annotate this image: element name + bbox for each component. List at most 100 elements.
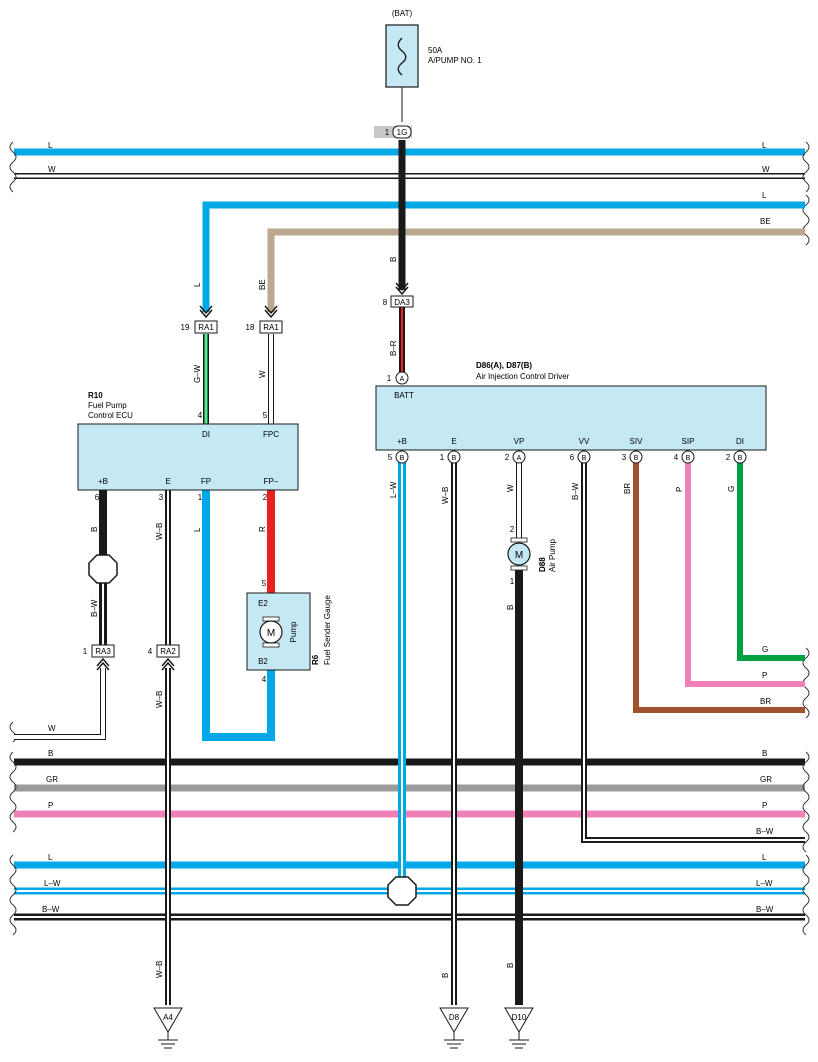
ecu-term-FP: FP [201,477,211,486]
wire-label-W-FPC: W [258,370,267,378]
ecu-term-FPC: FPC [263,430,279,439]
svg-text:1: 1 [440,453,445,462]
driver-terminal-DI: DI B 2 [726,437,747,464]
driver-terminal-+B: +B B 5 [388,437,409,464]
ecu-pin-FP: 1 [198,493,203,502]
svg-text:E: E [451,437,456,446]
bus-label-L-W-right: L–W [756,879,773,888]
gauge-motor-symbol: M [267,628,275,639]
bus-label-L-bottom-right: L [762,853,767,862]
driver-terminal-E: E B 1 [440,437,461,464]
gauge-motor-icon [259,620,283,644]
svg-text:B: B [582,455,587,462]
vertical-wire-labels: B B–R L BE G–W W B B–W W–B L R W–B L–W W… [90,257,736,978]
wire-W-RA3 [14,668,106,740]
bus-label-W-top-left: W [48,165,56,174]
driver-batt-pin: 1 [387,374,392,383]
wire-driver-SIP [685,462,805,687]
connector-RA2: RA2 4 [148,644,180,671]
ecu-name-1: Fuel Pump [88,401,127,410]
ground-D8-id: D8 [449,1013,460,1022]
svg-text:5: 5 [388,453,393,462]
ecu-r10: R10 Fuel Pump Control ECU DI 4 FPC 5 +B … [77,391,299,502]
svg-text:2: 2 [505,453,510,462]
driver-name: Air Injection Control Driver [476,372,570,381]
driver-terminal-SIP: SIP B 4 [674,437,695,464]
air-pump-name: Air Pump [548,539,557,572]
gauge-term-bottom: B2 [258,657,268,666]
driver-batt-name: BATT [394,391,414,400]
fuse-source-label: (BAT) [392,9,413,18]
svg-text:3: 3 [622,453,627,462]
ecu-term-+B: +B [98,477,108,486]
bus-label-BE-branch: BE [760,217,771,226]
connector-RA1-18-pin: 18 [246,323,255,332]
wire-label-D10-B: B [506,963,515,968]
wire-label-B-main: B [389,257,398,262]
connector-RA1-19-pin: 19 [181,323,190,332]
wire-driver-DI [737,462,805,661]
ground-D10: D10 [504,1007,534,1049]
driver-batt-conn: A [400,376,405,383]
connector-RA2-pin: 4 [148,647,153,656]
svg-text:B: B [686,455,691,462]
bus-label-L-W-left: L–W [44,879,61,888]
air-pump-symbol: M [515,550,523,561]
wire-label-FP-L: L [193,527,202,532]
bus-label-B-W-right: B–W [756,827,774,836]
connector-RA1-19-id: RA1 [198,323,214,332]
ecu-name-2: Control ECU [88,411,133,420]
ground-A4-id: A4 [163,1013,173,1022]
ecu-pin-DI: 4 [198,411,203,420]
gauge-pin-top: 5 [262,579,267,588]
connector-RA3-id: RA3 [95,647,111,656]
bus-label-B-W-bottom-right: B–W [756,905,774,914]
svg-text:VP: VP [514,437,525,446]
bus-label-B-right: B [762,749,767,758]
wire-label-DI: G [727,486,736,492]
svg-text:B: B [400,455,405,462]
air-pump-code: D88 [538,557,547,572]
wire-label-ECU-W-B: W–B [155,523,164,540]
ecu-pin-E: 3 [159,493,164,502]
fuse-name: A/PUMP NO. 1 [428,56,482,65]
bus-wires [9,141,810,936]
svg-text:DI: DI [736,437,744,446]
air-pump-motor-icon [507,542,531,566]
bus-label-B-left: B [48,749,53,758]
fuel-sender-gauge: 5 4 E2 B2 M Pump R6 Fuel Sender Gauge [246,579,332,684]
bus-label-GR-left: GR [46,775,58,784]
wire-label-driver-VP-W: W [506,484,515,492]
svg-text:4: 4 [674,453,679,462]
bus-label-L-top-left: L [48,141,53,150]
gauge-term-top: E2 [258,599,268,608]
air-pump-pin-top: 2 [510,525,515,534]
wire-label-RA2-W-B: W–B [155,691,164,708]
wire-FP-L [202,490,275,741]
wire-label-ECU-B-W: B–W [90,599,99,617]
bus-label-GR-right: GR [760,775,772,784]
ground-A4: A4 [153,1007,183,1049]
wire-label-ECU-B: B [90,527,99,532]
bus-label-L-branch: L [762,191,767,200]
wire-label-SIV: BR [623,483,632,494]
wire-driver-SIV [633,462,805,713]
wire-label-BE-branch: BE [258,279,267,290]
air-pump: M 2 1 D88 Air Pump [507,525,557,586]
svg-text:+B: +B [397,437,407,446]
gauge-code: R6 [311,654,320,665]
ground-D8: D8 [439,1007,469,1049]
bus-label-G: G [762,645,768,654]
wire-label-driver-L-W: L–W [389,481,398,498]
ecu-pin-+B: 6 [95,493,100,502]
driver-terminal-VP: VP A 2 [505,437,526,464]
svg-text:B: B [634,455,639,462]
wire-driver-VV [581,462,805,843]
svg-text:A: A [517,455,522,462]
connector-RA1-19: RA1 19 [181,320,218,334]
connector-1G-pin: 1 [385,128,390,137]
gauge-pin-bottom: 4 [262,675,267,684]
arrow-DA3 [395,282,409,292]
ecu-code: R10 [88,391,103,400]
